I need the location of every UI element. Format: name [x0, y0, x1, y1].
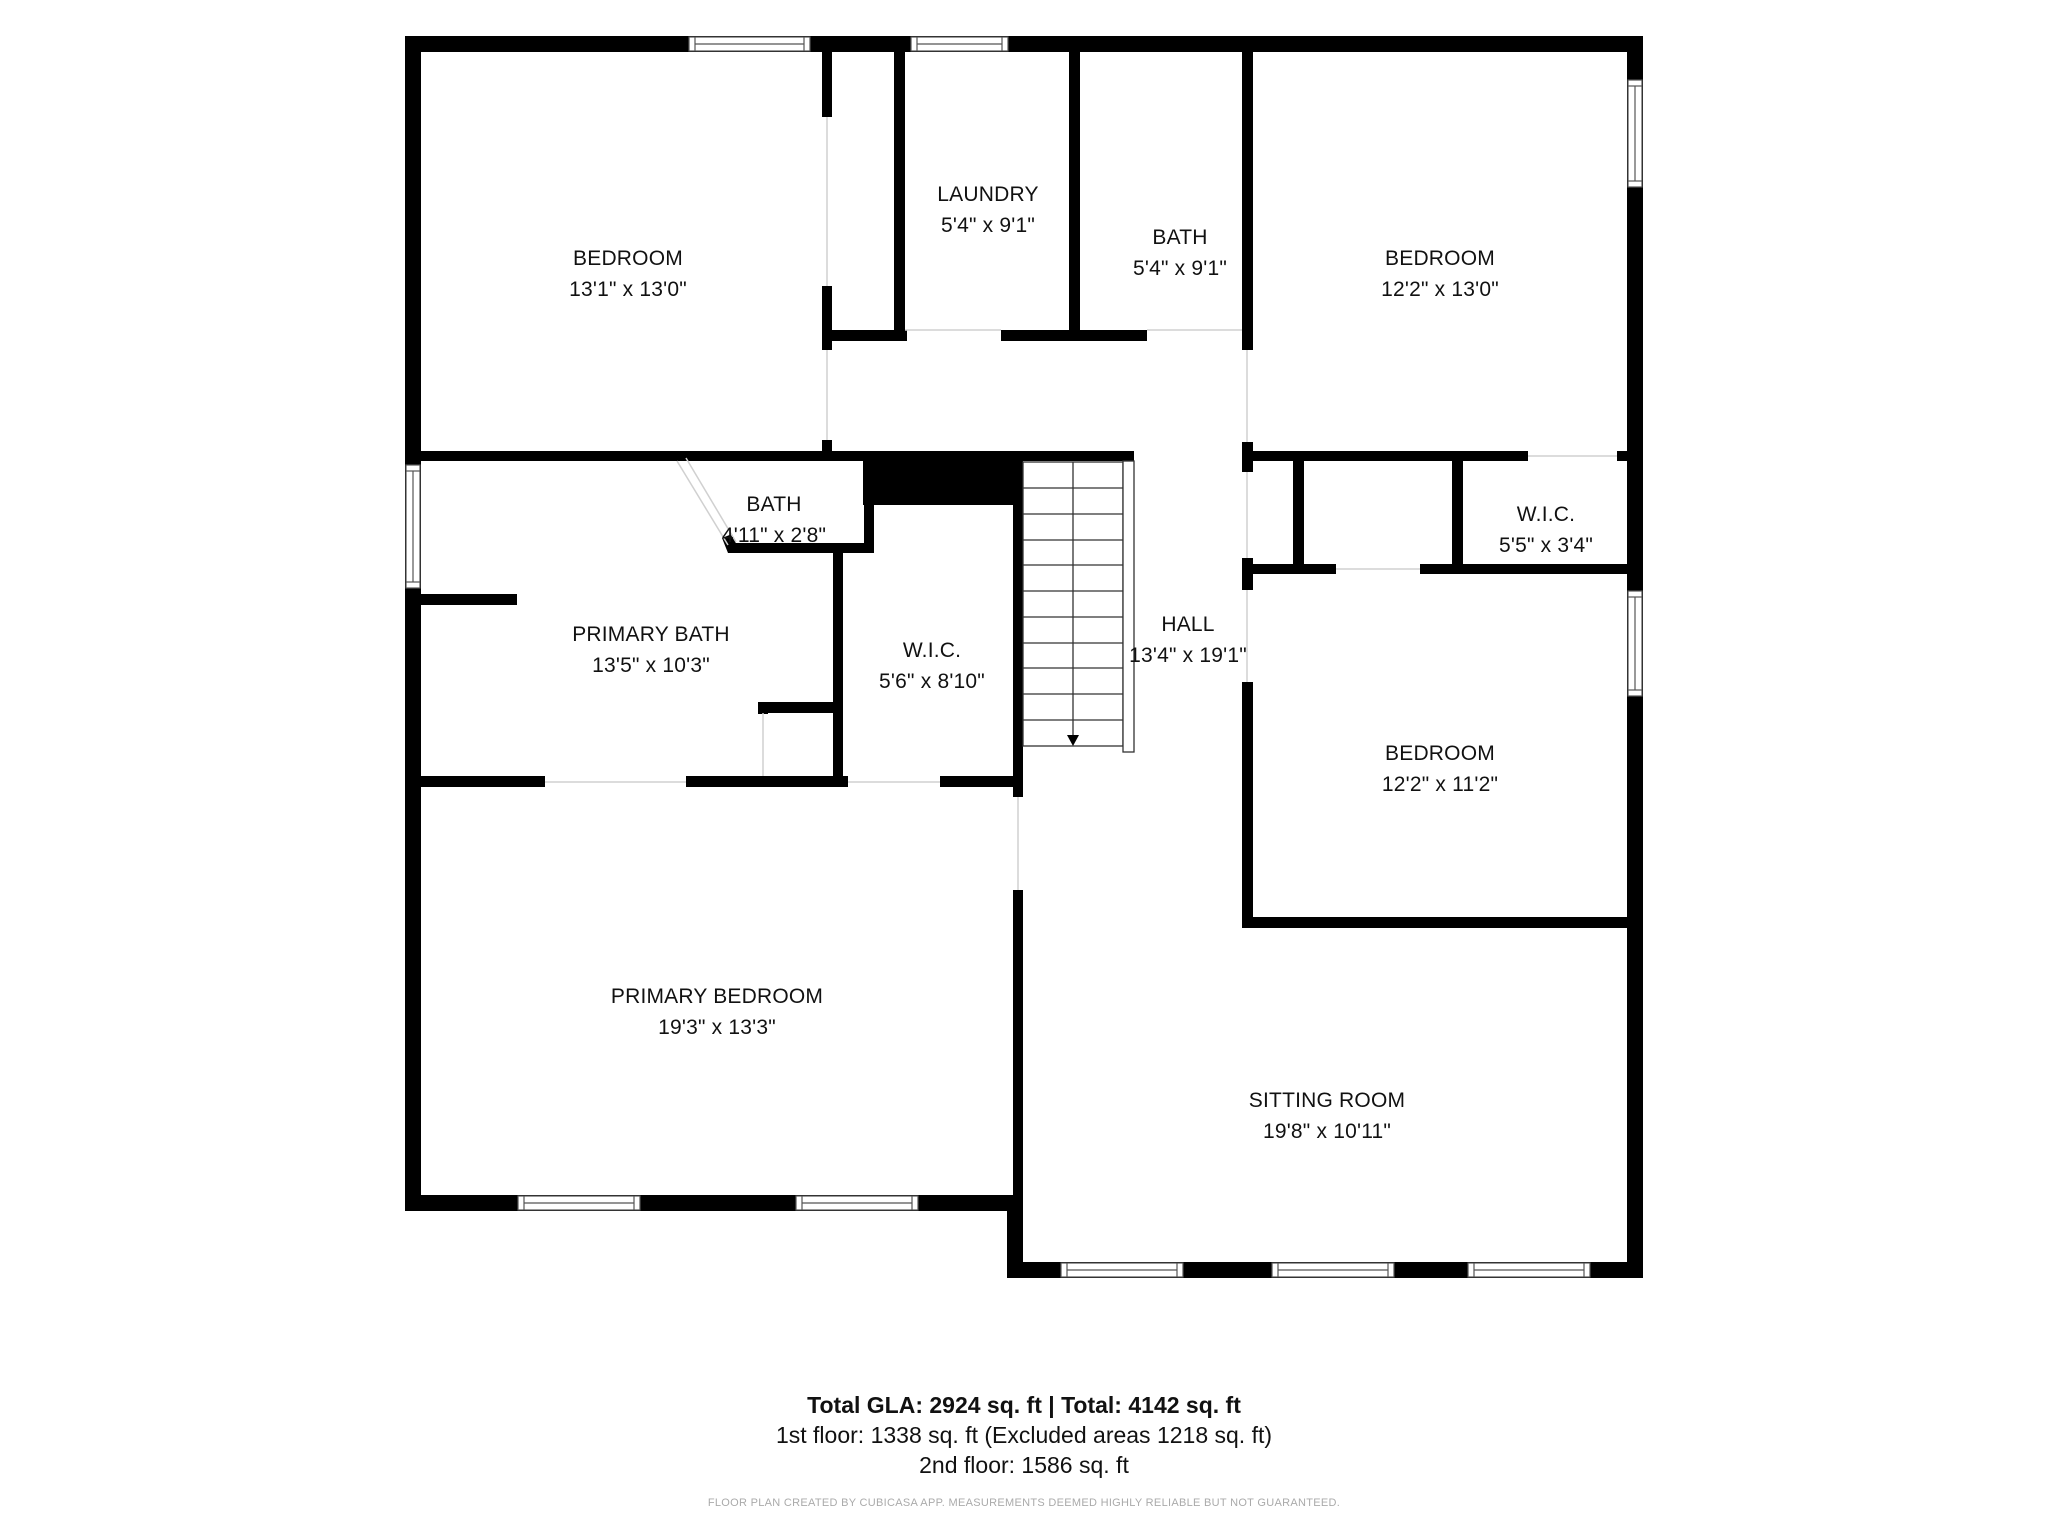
window-right-bedroom3 — [1627, 590, 1643, 697]
window-bottom-sitting-3 — [1467, 1262, 1591, 1278]
staircase — [1022, 460, 1135, 753]
second-floor-area: 2nd floor: 1586 sq. ft — [919, 1452, 1129, 1478]
window-right-bedroom2 — [1627, 79, 1643, 188]
window-bottom-primary-1 — [517, 1195, 641, 1211]
walls — [405, 36, 1643, 1278]
first-floor-area: 1st floor: 1338 sq. ft (Excluded areas 1… — [775, 1422, 1273, 1448]
window-top-laundry — [910, 36, 1009, 52]
room-label-wic-2: W.I.C.5'5" x 3'4" — [1498, 503, 1594, 557]
room-label-wic-1: W.I.C.5'6" x 8'10" — [879, 639, 985, 693]
window-bottom-sitting-1 — [1060, 1262, 1184, 1278]
door-openings — [545, 117, 1617, 890]
window-left-primary-bath — [405, 464, 421, 589]
total-area: Total GLA: 2924 sq. ft | Total: 4142 sq.… — [807, 1392, 1241, 1418]
disclaimer: FLOOR PLAN CREATED BY CUBICASA APP. MEAS… — [707, 1497, 1341, 1509]
window-bottom-sitting-2 — [1271, 1262, 1395, 1278]
stair-direction-arrow-icon — [1067, 735, 1079, 746]
windows — [405, 36, 1643, 1278]
window-bottom-primary-2 — [795, 1195, 919, 1211]
window-top-bedroom1 — [688, 36, 811, 52]
